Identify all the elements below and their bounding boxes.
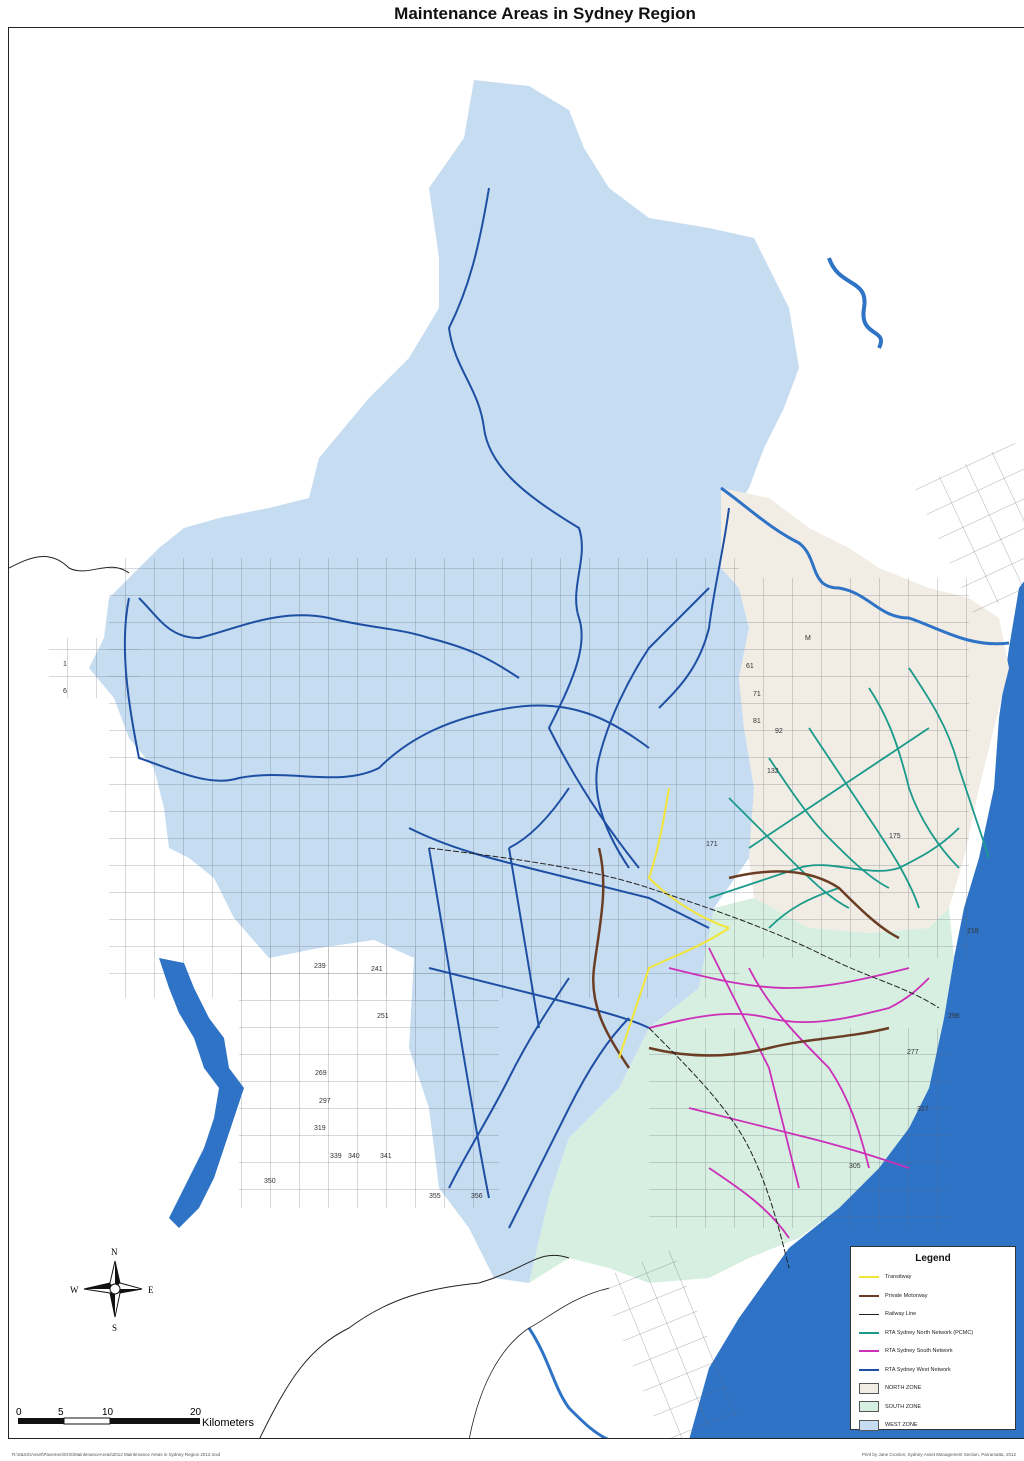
grid-block-se [598, 1249, 740, 1438]
legend-swatch [859, 1328, 879, 1338]
region-boundary-south2 [469, 1287, 610, 1438]
grid-label: 6 [63, 688, 67, 695]
page-title: Maintenance Areas in Sydney Region [394, 4, 696, 23]
south-inlet [527, 1327, 609, 1438]
grid-label: 341 [380, 1153, 392, 1160]
legend-swatch [859, 1365, 879, 1375]
grid-block-south [239, 948, 499, 1208]
grid-label: 297 [319, 1098, 331, 1105]
compass-n: N [111, 1247, 118, 1257]
legend-label: Railway Line [885, 1311, 917, 1318]
footer-print-credit: Print by Jane Croston, Sydney Asset Mana… [861, 1452, 1016, 1457]
legend-swatch [859, 1309, 879, 1319]
legend-label: SOUTH ZONE [885, 1403, 922, 1410]
legend-item: RTA Sydney North Network (PCMC) [859, 1324, 1015, 1343]
private-motorway[interactable] [591, 847, 900, 1069]
map-frame[interactable]: 1 6 M 61 71 81 92 132 171 175 218 239 24… [8, 27, 1024, 1439]
grid-label: 171 [706, 841, 718, 848]
legend-item: Private Motorway [859, 1287, 1015, 1306]
legend-label: Transitway [885, 1274, 912, 1281]
legend-item: SOUTH ZONE [859, 1398, 1015, 1417]
scale-unit: Kilometers [202, 1417, 254, 1429]
grid-label: 305 [849, 1163, 861, 1170]
legend-swatch [859, 1291, 879, 1301]
legend-item: Transitway [859, 1268, 1015, 1287]
north-inlet [827, 257, 883, 349]
grid-label: 239 [314, 963, 326, 970]
west-network[interactable] [123, 187, 730, 1229]
legend-label: RTA Sydney West Network [885, 1366, 951, 1373]
grid-label: 81 [753, 718, 761, 725]
map-canvas[interactable]: 1 6 M 61 71 81 92 132 171 175 218 239 24… [9, 28, 1024, 1439]
grid-label: 317 [917, 1106, 929, 1113]
footer-file-path: R:\S&SS\Asset\Pavement\GIS\MaintenanceAr… [12, 1452, 221, 1457]
grid-label: 356 [471, 1193, 483, 1200]
legend-swatch [859, 1346, 879, 1356]
grid-label: 296 [948, 1013, 960, 1020]
grid-label: 319 [314, 1125, 326, 1132]
grid-label: 175 [889, 833, 901, 840]
legend-item: Railway Line [859, 1305, 1015, 1324]
scale-bar: 0 5 10 20 Kilometers [14, 1404, 294, 1434]
legend-item: RTA Sydney West Network [859, 1361, 1015, 1380]
legend-label: RTA Sydney North Network (PCMC) [885, 1329, 974, 1336]
compass-w: W [70, 1285, 79, 1295]
legend-label: NORTH ZONE [885, 1385, 922, 1392]
compass-e: E [148, 1285, 154, 1295]
railway-line-south[interactable] [648, 1027, 790, 1269]
grid-label: 61 [746, 663, 754, 670]
scale-tick-20: 20 [190, 1407, 202, 1418]
grid-label: 1 [63, 661, 67, 668]
grid-block-north [739, 578, 969, 958]
grid-label: 92 [775, 728, 783, 735]
legend-label: Private Motorway [885, 1292, 928, 1299]
grid-block-ne [914, 441, 1024, 615]
grid-label: 241 [371, 966, 383, 973]
grid-label: 269 [315, 1070, 327, 1077]
grid-label: 71 [753, 691, 761, 698]
scale-tick-5: 5 [58, 1407, 64, 1418]
legend-swatch [859, 1272, 879, 1282]
legend-item: NORTH ZONE [859, 1379, 1015, 1398]
south-network[interactable] [648, 947, 930, 1239]
legend-swatch [859, 1382, 879, 1394]
compass-rose: N S W E [70, 1243, 160, 1333]
legend-label: WEST ZONE [885, 1422, 918, 1429]
scale-tick-0: 0 [16, 1407, 22, 1418]
railway-line[interactable] [428, 847, 940, 1009]
region-boundary-south [259, 1254, 570, 1438]
grid-label: 350 [264, 1178, 276, 1185]
legend-label: RTA Sydney South Network [885, 1348, 953, 1355]
region-boundary-north [9, 555, 130, 574]
legend-swatch [859, 1419, 879, 1431]
compass-s: S [112, 1323, 117, 1333]
grid-label: 340 [348, 1153, 360, 1160]
grid-label: 132 [767, 768, 779, 775]
grid-label: 355 [429, 1193, 441, 1200]
legend-item: WEST ZONE [859, 1416, 1015, 1435]
transitway[interactable] [618, 787, 730, 1059]
grid-block-coast-south [649, 1028, 949, 1228]
grid-block-central [109, 558, 739, 998]
hawkesbury-river [720, 486, 1010, 646]
legend-title: Legend [915, 1253, 951, 1264]
grid-label: 251 [377, 1013, 389, 1020]
grid-label: 277 [907, 1049, 919, 1056]
warragamba-dam [159, 958, 244, 1228]
grid-label: 339 [330, 1153, 342, 1160]
grid-label: 218 [967, 928, 979, 935]
north-network[interactable] [708, 667, 990, 929]
legend-swatch [859, 1401, 879, 1413]
grid-label: M [805, 635, 811, 642]
legend-item: RTA Sydney South Network [859, 1342, 1015, 1361]
scale-tick-10: 10 [102, 1407, 114, 1418]
